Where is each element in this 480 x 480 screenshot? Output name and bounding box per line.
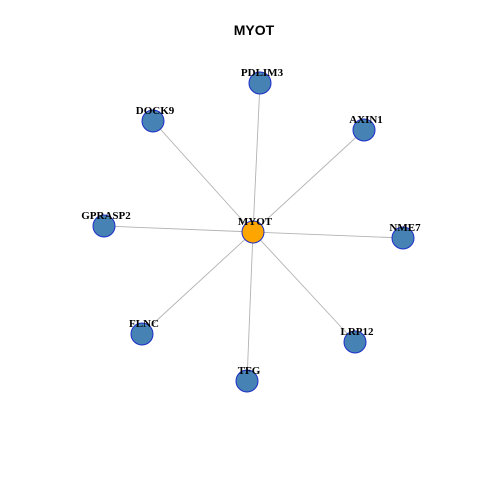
node-axin1	[352, 118, 376, 142]
edge-myot-axin1	[252, 129, 365, 233]
edge-myot-gprasp2	[103, 225, 254, 233]
node-label-nme7: NME7	[389, 222, 421, 234]
node-gprasp2	[92, 214, 116, 238]
edge-myot-tfg	[246, 231, 254, 382]
node-label-myot: MYOT	[238, 216, 273, 228]
edge-myot-pdlim3	[252, 82, 261, 233]
node-label-axin1: AXIN1	[349, 114, 383, 126]
node-label-gprasp2: GPRASP2	[81, 210, 131, 222]
edge-myot-lrp12	[252, 231, 356, 343]
node-label-pdlim3: PDLIM3	[241, 67, 284, 79]
edge-myot-dock9	[152, 120, 254, 233]
node-flnc	[130, 322, 154, 346]
node-label-lrp12: LRP12	[341, 326, 375, 338]
center-node-myot	[241, 220, 265, 244]
edge-myot-flnc	[141, 231, 254, 335]
edge-myot-nme7	[252, 231, 404, 239]
node-label-tfg: TFG	[238, 365, 261, 377]
node-tfg	[235, 369, 259, 393]
node-label-dock9: DOCK9	[136, 105, 175, 117]
node-pdlim3	[248, 71, 272, 95]
node-lrp12	[343, 330, 367, 354]
node-label-flnc: FLNC	[129, 318, 159, 330]
node-dock9	[141, 109, 165, 133]
node-layer	[92, 71, 415, 393]
node-nme7	[391, 226, 415, 250]
graph-title: MYOT	[234, 22, 275, 38]
edge-layer	[103, 82, 404, 382]
